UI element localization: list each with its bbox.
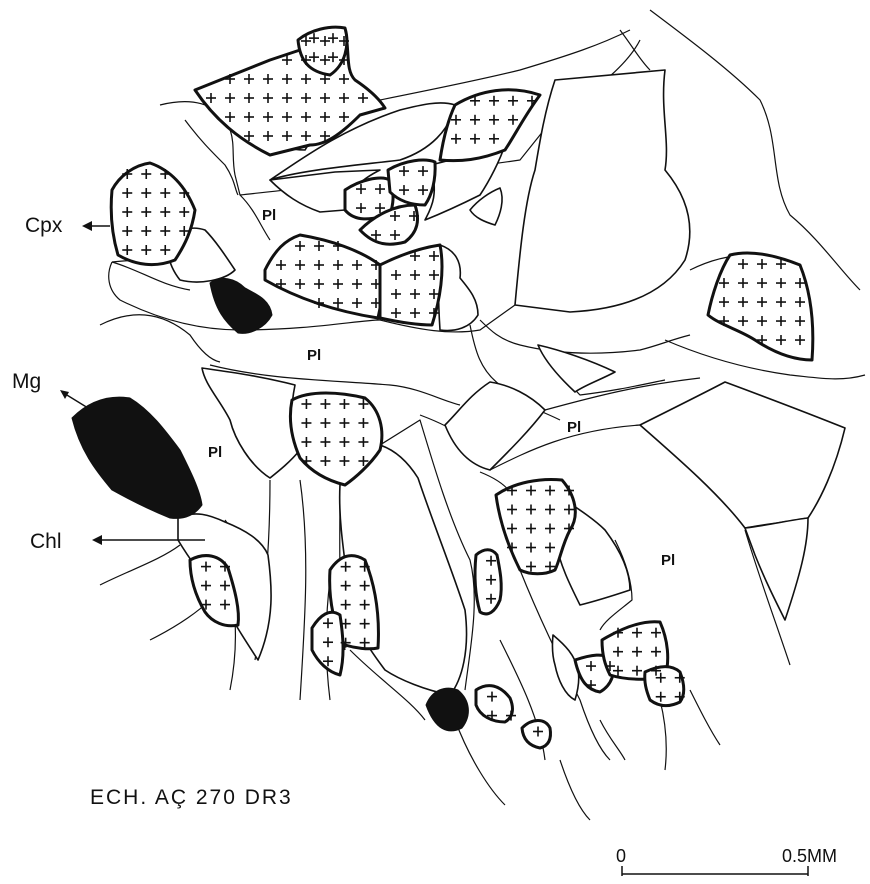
mg-label: Mg [12, 370, 41, 393]
chlorite-grain [515, 70, 690, 312]
scale-start-label: 0 [616, 846, 626, 866]
pl-label: Pl [307, 347, 321, 364]
chlorite-grain [439, 245, 479, 330]
cpx-label: Cpx [25, 214, 63, 237]
magnetite-grain [210, 278, 272, 333]
chlorite-grain [640, 382, 845, 528]
chlorite-grains [168, 70, 845, 700]
chlorite-grain [552, 635, 578, 700]
chlorite-grain [202, 368, 300, 478]
pl-label: Pl [208, 444, 222, 461]
sample-id: ECH. AÇ 270 DR3 [90, 786, 293, 809]
magnetite-grain [72, 397, 202, 518]
clinopyroxene-grain [522, 721, 551, 749]
magnetite-grain [426, 688, 468, 731]
chlorite-grain [445, 382, 545, 470]
clinopyroxene-grain [476, 686, 512, 722]
clinopyroxene-grain [388, 160, 435, 205]
pl-label: Pl [262, 207, 276, 224]
scale-end-label: 0.5MM [782, 846, 837, 866]
pl-label: Pl [661, 552, 675, 569]
clinopyroxene-grain [645, 667, 684, 706]
pl-label: Pl [567, 419, 581, 436]
chlorite-grain [538, 345, 615, 392]
clinopyroxene-grain [475, 550, 501, 614]
chl-label: Chl [30, 530, 62, 553]
clinopyroxene-grain [265, 235, 383, 318]
chlorite-grain [745, 518, 808, 620]
scale-bar [622, 866, 808, 876]
